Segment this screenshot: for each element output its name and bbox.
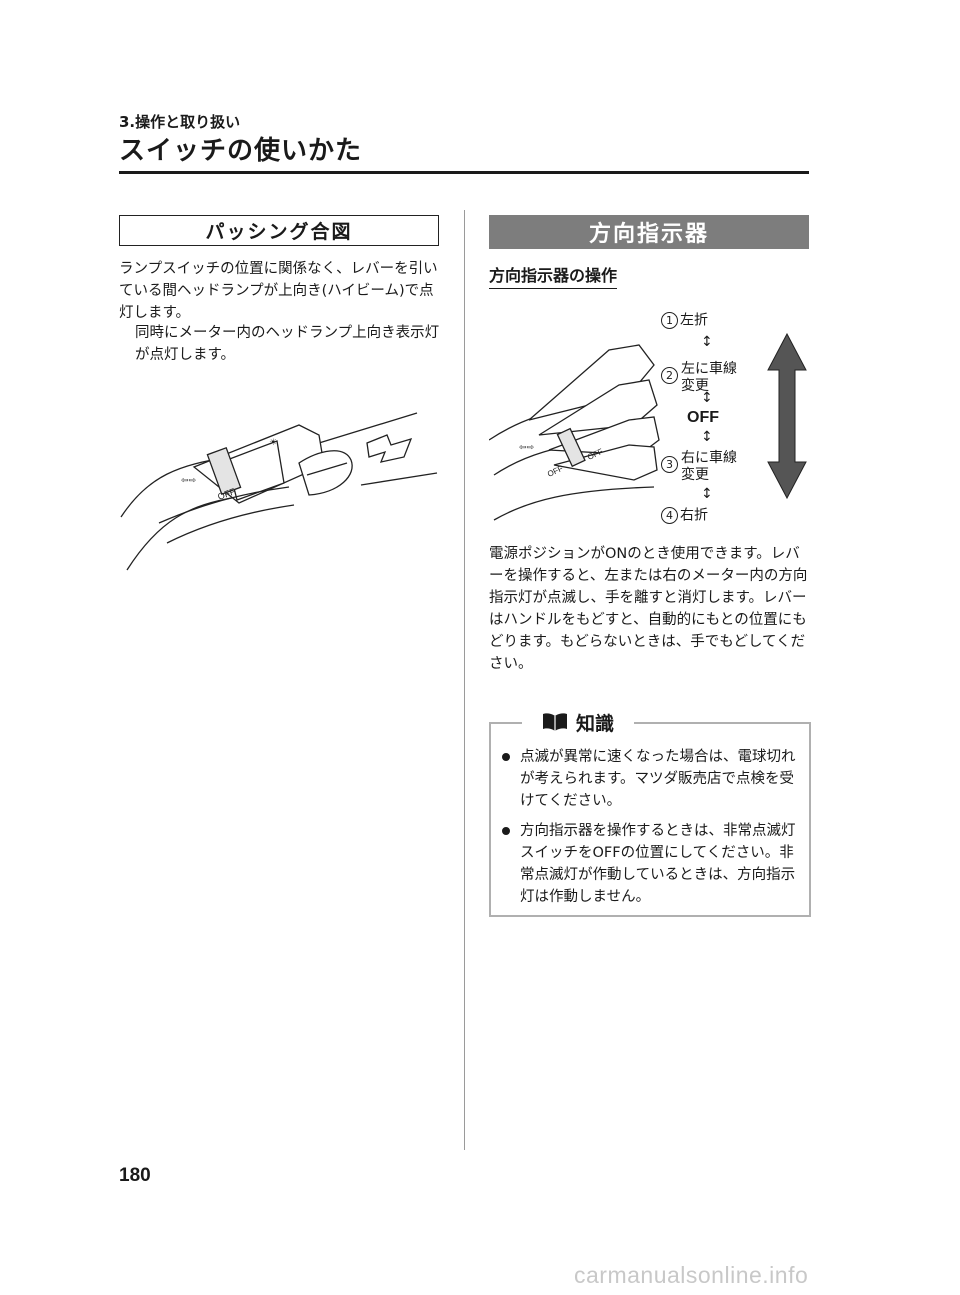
up-down-arrow-icon: ↕	[701, 334, 713, 350]
position-1-number: 1	[661, 312, 678, 329]
header-rule	[119, 171, 809, 174]
svg-text:⇦⇨: ⇦⇨	[181, 476, 197, 486]
double-arrow-icon	[767, 332, 807, 500]
bullet-icon	[502, 827, 510, 835]
svg-text:☀: ☀	[269, 438, 277, 448]
knowledge-title: 知識	[575, 712, 614, 735]
position-3-label: 右に車線変更	[681, 450, 737, 483]
up-down-arrow-icon: ↕	[701, 486, 713, 502]
knowledge-item: 点滅が異常に速くなった場合は、電球切れが考えられます。マツダ販売店で点検を受けて…	[502, 746, 802, 812]
up-down-arrow-icon: ↕	[701, 390, 713, 406]
turn-lever-illustration: ⇦⇨ OFF OFF	[489, 344, 660, 521]
watermark: carmanualsonline.info	[574, 1262, 809, 1288]
page-number: 180	[119, 1165, 151, 1186]
passing-paragraph: ランプスイッチの位置に関係なく、レバーを引いている間ヘッドランプが上向き(ハイビ…	[119, 261, 438, 321]
position-1-label: 左折	[680, 312, 708, 329]
position-2-number: 2	[661, 367, 678, 384]
turn-signal-paragraph: 電源ポジションがONのとき使用できます。レバーを操作すると、左または右のメーター…	[489, 546, 808, 672]
passing-lever-illustration: ⇦⇨ OFF ☀	[120, 412, 438, 571]
turn-signal-banner: 方向指示器	[489, 215, 809, 249]
knowledge-item: 方向指示器を操作するときは、非常点滅灯スイッチをOFFの位置にしてください。非常…	[502, 820, 802, 908]
passing-note: 同時にメーター内のヘッドランプ上向き表示灯が点灯します。	[135, 325, 440, 363]
knowledge-item-text: 方向指示器を操作するときは、非常点滅灯スイッチをOFFの位置にしてください。非常…	[520, 823, 796, 905]
position-3-number: 3	[661, 456, 678, 473]
up-down-arrow-icon: ↕	[701, 429, 713, 445]
book-icon	[542, 713, 567, 731]
position-4-label: 右折	[680, 507, 708, 524]
knowledge-heading: 知識	[522, 707, 634, 737]
column-divider	[464, 210, 465, 1150]
knowledge-box	[489, 722, 811, 917]
svg-text:⇦⇨: ⇦⇨	[519, 443, 535, 453]
section-title: スイッチの使いかた	[119, 136, 363, 166]
passing-title: パッシング合図	[119, 215, 439, 246]
turn-signal-subtitle: 方向指示器の操作	[489, 262, 618, 289]
knowledge-item-text: 点滅が異常に速くなった場合は、電球切れが考えられます。マツダ販売店で点検を受けて…	[520, 749, 796, 809]
bullet-icon	[502, 753, 510, 761]
position-4-number: 4	[661, 507, 678, 524]
position-off: OFF	[687, 409, 719, 426]
position-2-label: 左に車線変更	[681, 361, 737, 394]
chapter-label: 3.操作と取り扱い	[119, 113, 241, 131]
